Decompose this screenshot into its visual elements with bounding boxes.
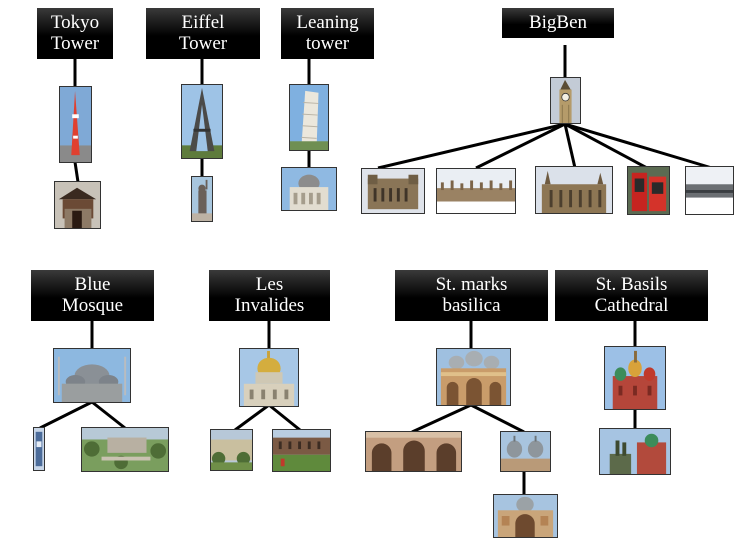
mosque-garden-photo — [81, 427, 169, 472]
statue-of-liberty-replica-photo — [191, 176, 213, 222]
label-st-basils-cathedral: St. Basils Cathedral — [555, 270, 708, 321]
label-line: Eiffel — [181, 12, 225, 33]
st-basils-cathedral-photo — [604, 346, 666, 410]
edge-invalides-c2 — [268, 403, 301, 432]
label-big-ben: BigBen — [502, 8, 614, 38]
pagoda-gate-photo — [54, 181, 101, 229]
label-les-invalides: Les Invalides — [209, 270, 330, 321]
edge-bigben-c2 — [475, 122, 566, 170]
invalides-lawn-photo — [272, 429, 331, 472]
mosque-interior-photo — [33, 427, 45, 471]
edge-tokyo-child — [73, 161, 80, 183]
basilica-facade-photo — [493, 494, 558, 538]
basilica-domes-photo — [500, 431, 551, 472]
westminster-abbey-photo — [361, 168, 425, 214]
edge-bluemosque-c1 — [39, 400, 93, 430]
palace-of-westminster-photo — [535, 166, 613, 214]
edge-invalides-c1 — [234, 403, 270, 432]
blue-mosque-photo — [53, 348, 131, 403]
parliament-roofline-photo — [436, 168, 516, 214]
label-line: St. Basils — [595, 274, 668, 295]
label-line: Tokyo — [50, 12, 100, 33]
leaning-tower-photo — [289, 84, 329, 151]
label-leaning-tower: Leaning tower — [281, 8, 374, 59]
label-blue-mosque: Blue Mosque — [31, 270, 154, 321]
st-marks-basilica-photo — [436, 348, 511, 406]
edge-bigben-c4 — [564, 122, 648, 170]
label-line: basilica — [442, 295, 501, 316]
label-line: tower — [305, 33, 350, 54]
label-line: Tower — [178, 33, 228, 54]
thames-view-photo — [685, 166, 734, 215]
label-line: Tower — [50, 33, 100, 54]
label-line: Cathedral — [594, 295, 669, 316]
label-eiffel-tower: Eiffel Tower — [146, 8, 260, 59]
tokyo-tower-photo — [59, 86, 92, 163]
invalides-courtyard-photo — [210, 429, 253, 471]
label-line: Leaning — [296, 12, 359, 33]
edge-bigben-c1 — [377, 122, 566, 170]
basilica-arches-photo — [365, 431, 462, 472]
red-phone-box-photo — [627, 166, 670, 215]
pisa-cathedral-dome-photo — [281, 167, 337, 211]
big-ben-photo — [550, 77, 581, 124]
les-invalides-dome-photo — [239, 348, 299, 407]
edge-bluemosque-c2 — [91, 400, 126, 430]
label-line: Mosque — [61, 295, 124, 316]
label-tokyo-tower: Tokyo Tower — [37, 8, 113, 59]
label-line: Les — [255, 274, 284, 295]
edge-stmarks-c2 — [470, 403, 525, 434]
label-line: BigBen — [528, 12, 588, 33]
minin-pozharsky-monument-photo — [599, 428, 671, 475]
label-line: Invalides — [234, 295, 305, 316]
edge-bigben-c5 — [564, 122, 713, 170]
edge-bigben-c3 — [563, 123, 577, 169]
label-line: Blue — [74, 274, 111, 295]
label-line: St. marks — [435, 274, 508, 295]
edge-stmarks-c1 — [411, 403, 472, 434]
eiffel-tower-photo — [181, 84, 223, 159]
label-st-marks-basilica: St. marks basilica — [395, 270, 548, 321]
